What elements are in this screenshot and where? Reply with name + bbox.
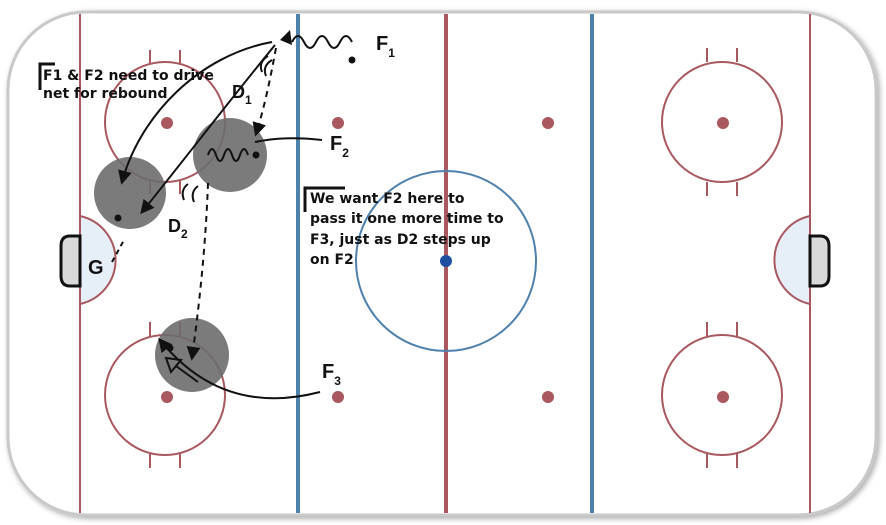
pass-f1-to-f2	[252, 47, 277, 137]
label-f1: F1	[376, 33, 395, 60]
f1-dot	[348, 56, 356, 64]
label-d1: D1	[232, 82, 252, 107]
label-f1-main: F	[376, 33, 388, 55]
neutral-dot-top-left	[332, 117, 344, 129]
f3-shot-arrow	[164, 356, 199, 383]
goal-net-right	[808, 234, 831, 288]
f1-drive-net-arrow	[118, 41, 273, 185]
faceoff-dot-top-left	[161, 117, 173, 129]
label-f1-sub: 1	[388, 46, 395, 60]
d1-stick-mark	[259, 55, 273, 77]
label-f3-sub: 3	[334, 374, 341, 388]
shaded-zone-f2	[193, 118, 267, 192]
f2-skate-path	[207, 148, 249, 162]
d2-stick-mark	[181, 183, 199, 203]
f1-start-arrow	[280, 30, 292, 45]
f1-skate-path	[291, 35, 353, 49]
label-d2-main: D	[168, 216, 181, 236]
center-faceoff-dot	[440, 255, 452, 267]
shaded-zone-f3	[155, 318, 229, 392]
label-f2-sub: 2	[342, 146, 349, 160]
label-f2-main: F	[330, 133, 342, 155]
label-f2: F2	[330, 133, 349, 160]
faceoff-circle-top-right	[661, 48, 783, 196]
label-d2-sub: 2	[181, 227, 188, 241]
label-d2: D2	[168, 216, 188, 241]
shaded-zone-f1-net	[94, 157, 166, 229]
neutral-dot-bottom-right	[542, 391, 554, 403]
f2-drive-net-arrow	[140, 44, 276, 215]
faceoff-dot-bottom-right	[717, 391, 729, 403]
note-bracket-f2-here	[303, 186, 345, 212]
faceoff-circle-bottom-right	[661, 322, 783, 468]
label-goalie: G	[88, 257, 104, 279]
goal-crease-right	[773, 214, 811, 306]
label-d1-main: D	[232, 82, 245, 102]
goalie-dash	[111, 239, 125, 263]
note-drive-net-line2: net for rebound	[43, 86, 168, 102]
faceoff-dot-top-right	[717, 117, 729, 129]
neutral-dot-bottom-left	[332, 391, 344, 403]
f2-pointer-line	[254, 137, 323, 143]
f2-dot	[252, 151, 260, 159]
net-dot	[114, 214, 122, 222]
note-f2-here-line1: We want F2 here to	[310, 191, 465, 207]
goal-net-left	[59, 234, 82, 288]
note-f2-here-line3: F3, just as D2 steps up	[310, 232, 491, 248]
pass-f2-to-f3	[186, 182, 209, 361]
note-drive-net-line1: F1 & F2 need to drive	[43, 68, 214, 84]
note-f2-here-line2: pass it one more time to	[310, 211, 504, 227]
neutral-dot-top-right	[542, 117, 554, 129]
center-circle	[355, 170, 537, 352]
note-f2-here-line4: on F2	[310, 252, 354, 268]
goal-crease-left	[79, 214, 117, 306]
faceoff-dot-bottom-left	[161, 391, 173, 403]
label-d1-sub: 1	[245, 93, 252, 107]
note-bracket-drive-net	[38, 62, 55, 90]
label-f3-main: F	[322, 361, 334, 383]
label-f3: F3	[322, 361, 341, 388]
